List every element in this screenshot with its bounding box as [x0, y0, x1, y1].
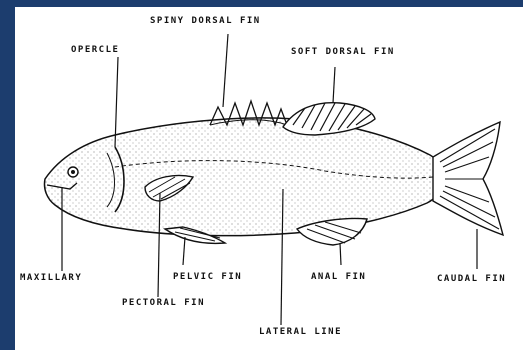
- label-maxillary: MAXILLARY: [20, 273, 82, 283]
- leader-anal: [340, 243, 341, 265]
- leader-opercle: [115, 57, 118, 147]
- leader-soft-dorsal: [333, 67, 335, 103]
- label-caudal-fin: CAUDAL FIN: [437, 274, 506, 284]
- fish-illustration: [15, 7, 523, 350]
- leader-spiny-dorsal: [223, 34, 228, 107]
- fish-body: [44, 118, 445, 236]
- leader-pelvic: [183, 237, 185, 265]
- label-opercle: OPERCLE: [71, 45, 119, 55]
- label-lateral-line: LATERAL LINE: [259, 327, 342, 337]
- fish-diagram-panel: SPINY DORSAL FIN OPERCLE SOFT DORSAL FIN…: [15, 7, 523, 350]
- label-soft-dorsal-fin: SOFT DORSAL FIN: [291, 47, 395, 57]
- label-pelvic-fin: PELVIC FIN: [173, 272, 242, 282]
- label-spiny-dorsal-fin: SPINY DORSAL FIN: [150, 16, 261, 26]
- label-pectoral-fin: PECTORAL FIN: [122, 298, 205, 308]
- label-anal-fin: ANAL FIN: [311, 272, 366, 282]
